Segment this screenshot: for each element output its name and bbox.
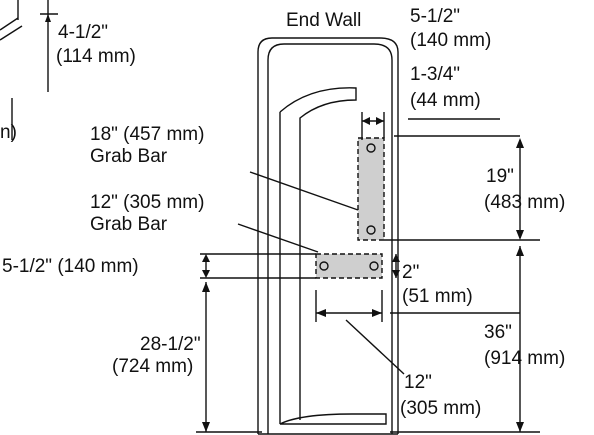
label-grab-bar-12-name: Grab Bar [90, 214, 168, 235]
label-offset-1-3-4-in: 1-3/4" [410, 64, 461, 85]
label-grab-bar-12-size: 12" (305 mm) [90, 192, 205, 213]
label-height-28-1-2: 28-1/2" [140, 334, 201, 355]
label-top-dim-in: 4-1/2" [58, 22, 109, 43]
label-width-12-in: 12" [404, 372, 432, 393]
grab-bar-18-vertical [357, 137, 385, 241]
partial-fixture-top-left [0, 0, 58, 140]
label-grab-bar-18-size: 18" (457 mm) [90, 124, 205, 145]
label-offset-5-1-2-in: 5-1/2" [410, 6, 461, 27]
label-grab-bar-18-name: Grab Bar [90, 146, 168, 167]
label-height-36-in: 36" [484, 322, 512, 343]
label-width-12-mm: (305 mm) [400, 398, 482, 419]
label-gap-2-mm: (51 mm) [402, 286, 473, 307]
label-offset-5-1-2-mm: (140 mm) [410, 30, 492, 51]
label-height-28-1-2-mm: (724 mm) [112, 356, 194, 377]
grab-bar-12-horizontal [315, 253, 383, 279]
end-wall-panel [257, 37, 399, 435]
label-offset-1-3-4-mm: (44 mm) [410, 90, 481, 111]
label-partial-mm: n) [0, 122, 17, 143]
label-top-dim-mm: (114 mm) [56, 46, 136, 67]
label-vertical-19-mm: (483 mm) [484, 192, 566, 213]
arrowheads [202, 117, 524, 432]
label-end-wall: End Wall [286, 10, 362, 31]
label-vertical-19-in: 19" [486, 166, 514, 187]
label-gap-2-in: 2" [402, 262, 420, 283]
label-height-36-mm: (914 mm) [484, 348, 566, 369]
label-gap-5-1-2: 5-1/2" (140 mm) [2, 256, 139, 277]
dimension-lines [196, 112, 540, 433]
